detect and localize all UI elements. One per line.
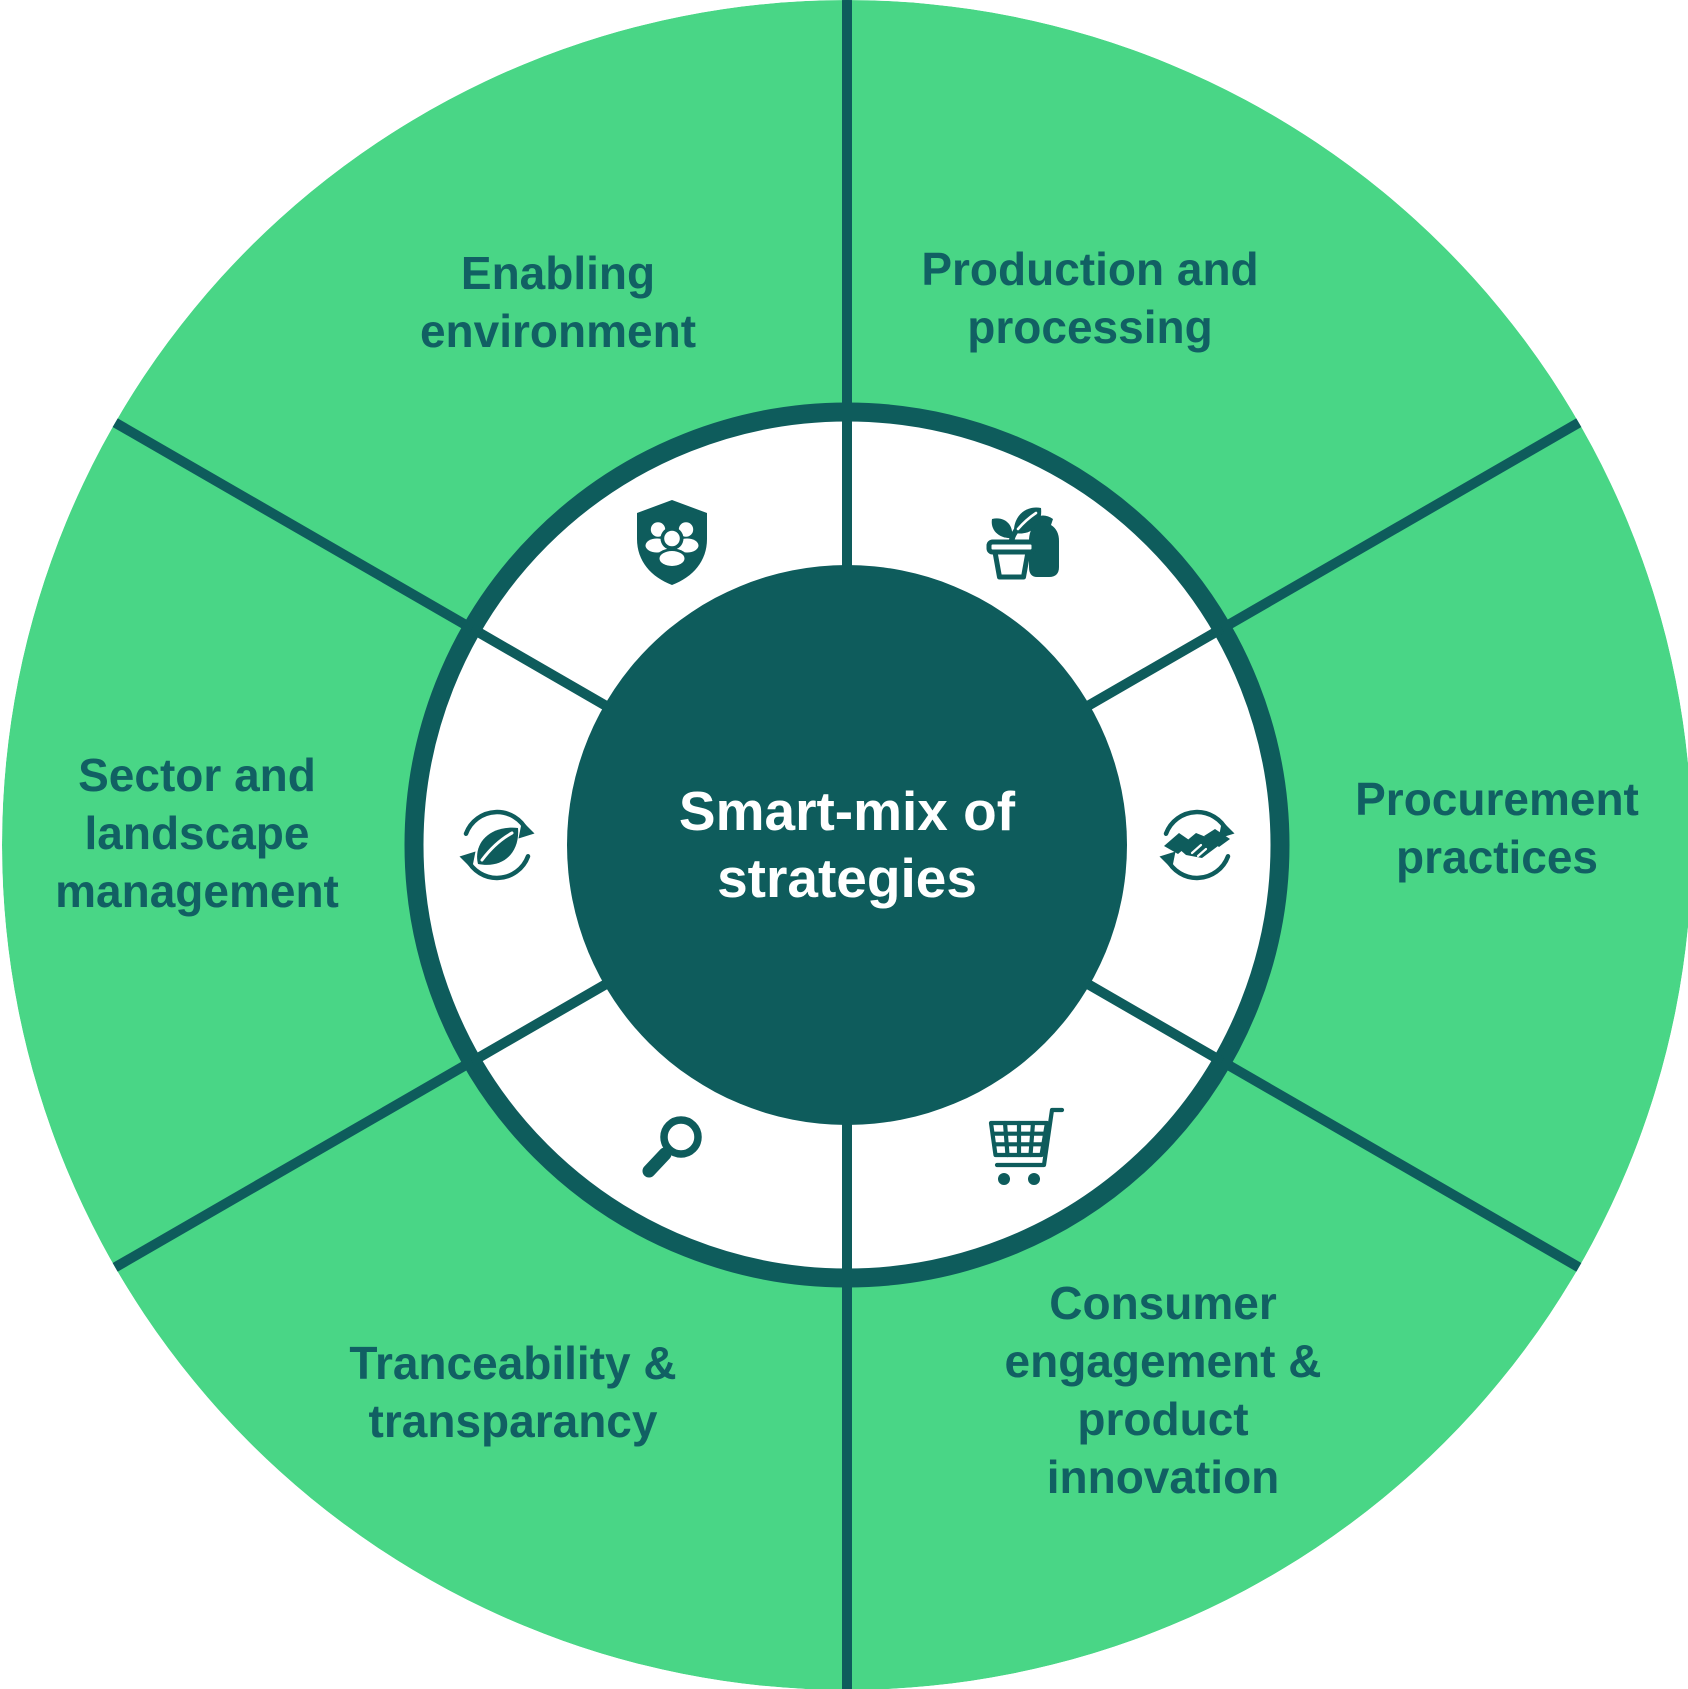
potted-plant-sack-icon <box>986 507 1059 580</box>
center-title-line: Smart-mix of <box>678 780 1016 842</box>
center-title: Smart-mix of strategies <box>679 778 1015 912</box>
leaf-cycle-icon <box>460 812 535 878</box>
community-shield-icon <box>637 500 707 585</box>
segment-label-production-and-processing: Production and processing <box>921 240 1258 356</box>
label-line: environment <box>419 305 697 357</box>
label-line: Enabling <box>460 247 656 299</box>
handshake-cycle-icon <box>1160 812 1235 878</box>
label-line: transparancy <box>368 1395 658 1447</box>
label-line: Tranceability & <box>349 1337 677 1389</box>
label-line: Consumer <box>1049 1277 1277 1329</box>
magnifier-icon <box>642 1116 702 1178</box>
segment-label-sector-landscape-management: Sector and landscape management <box>55 746 339 920</box>
center-circle <box>567 565 1127 1125</box>
shopping-cart-icon <box>988 1107 1065 1185</box>
label-line: Sector and <box>78 749 316 801</box>
label-line: Procurement <box>1355 773 1639 825</box>
segment-label-procurement-practices: Procurement practices <box>1355 770 1639 886</box>
label-line: product <box>1077 1393 1249 1445</box>
label-line: Production and <box>921 243 1259 295</box>
segment-label-consumer-engagement: Consumer engagement & product innovation <box>1005 1274 1322 1506</box>
segment-label-tranceability-transparancy: Tranceability & transparancy <box>349 1334 676 1450</box>
center-title-line: strategies <box>717 847 977 909</box>
label-line: management <box>55 865 339 917</box>
label-line: landscape <box>84 807 310 859</box>
label-line: practices <box>1395 831 1598 883</box>
segment-label-enabling-environment: Enabling environment <box>420 244 696 360</box>
label-line: innovation <box>1046 1451 1280 1503</box>
label-line: engagement & <box>1004 1335 1322 1387</box>
label-line: processing <box>967 301 1213 353</box>
